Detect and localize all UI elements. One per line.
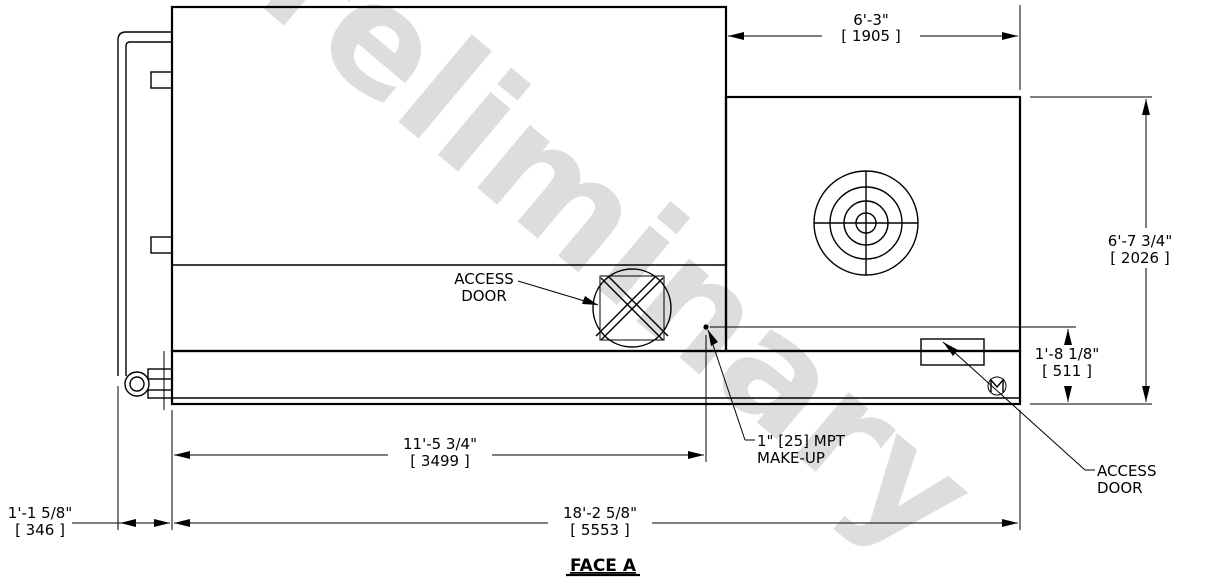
access-door-right <box>920 338 985 366</box>
callout-access-door-right <box>942 341 1095 471</box>
left-bracket-top <box>150 71 173 89</box>
dim-makeup-offset-metric: [ 3499 ] <box>410 452 469 470</box>
dim-overall-length-imperial: 18'-2 5/8" <box>563 504 637 522</box>
dim-makeup-height-metric: [ 511 ] <box>1042 362 1092 380</box>
callout-makeup-line2: MAKE-UP <box>757 449 825 467</box>
dim-fan-section-width <box>728 5 1021 90</box>
callout-access-door-right-line2: DOOR <box>1097 479 1143 497</box>
dim-fan-section-height-imperial: 6'-7 3/4" <box>1108 232 1172 250</box>
dim-overall-length <box>174 410 1021 530</box>
callout-makeup-line1: 1" [25] MPT <box>757 432 846 450</box>
dim-overall-length-metric: [ 5553 ] <box>570 521 629 539</box>
dim-pipe-offset <box>72 386 170 530</box>
watermark-text: Preliminary <box>147 0 1006 581</box>
fan-guard <box>813 170 919 276</box>
dim-pipe-offset-imperial: 1'-1 5/8" <box>8 504 72 522</box>
makeup-connection <box>703 324 709 330</box>
dim-makeup-offset <box>171 335 707 530</box>
callout-access-door-left-line1: ACCESS <box>454 270 513 288</box>
dim-fan-section-width-imperial: 6'-3" <box>853 11 889 29</box>
dim-pipe-offset-metric: [ 346 ] <box>15 521 65 539</box>
side-pipe <box>117 31 173 410</box>
drawing-title: FACE A <box>570 556 637 576</box>
access-door-left <box>592 268 672 348</box>
lifting-symbol-icon <box>987 376 1007 396</box>
callout-access-door-left-line2: DOOR <box>461 287 507 305</box>
dim-makeup-height-imperial: 1'-8 1/8" <box>1035 345 1099 363</box>
dim-makeup-offset-imperial: 11'-5 3/4" <box>403 435 477 453</box>
dim-fan-section-width-metric: [ 1905 ] <box>841 27 900 45</box>
left-bracket-bottom <box>150 236 173 254</box>
callout-makeup <box>707 329 755 441</box>
dim-makeup-height <box>710 326 1076 402</box>
callout-access-door-right-line1: ACCESS <box>1097 462 1156 480</box>
callout-access-door-left <box>517 280 599 306</box>
dim-fan-section-height <box>1030 96 1152 405</box>
dim-fan-section-height-metric: [ 2026 ] <box>1110 249 1169 267</box>
